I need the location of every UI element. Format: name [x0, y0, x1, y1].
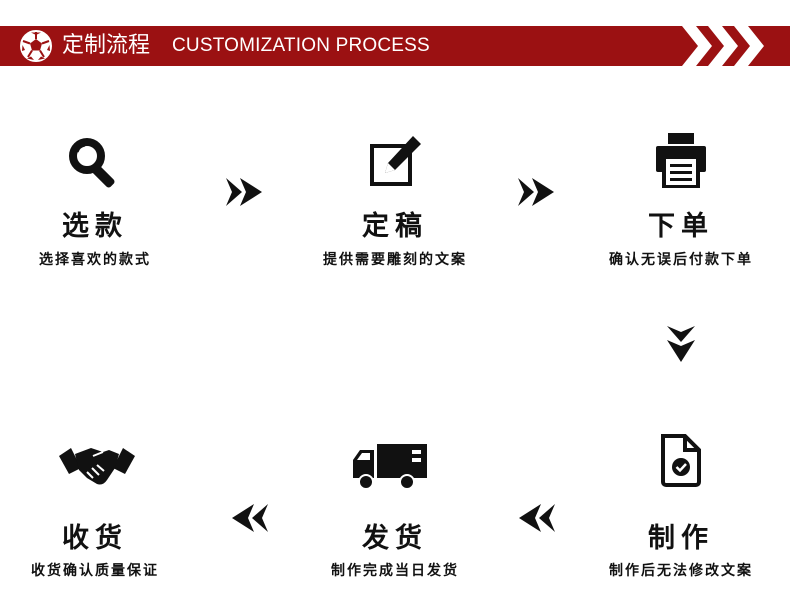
- step-desc: 提供需要雕刻的文案: [323, 252, 467, 268]
- step-name: 下单: [648, 211, 714, 242]
- double-arrow-right-icon: [518, 178, 554, 206]
- double-arrow-left-icon: [519, 504, 555, 532]
- double-arrow-left-icon: [232, 504, 268, 532]
- truck-icon: [353, 444, 427, 490]
- handshake-icon: [59, 448, 135, 485]
- step-name: 制作: [648, 523, 714, 554]
- step-desc: 选择喜欢的款式: [39, 252, 151, 268]
- step-desc: 收货确认质量保证: [31, 563, 159, 579]
- step-desc: 制作完成当日发货: [331, 563, 459, 579]
- double-arrow-right-icon: [226, 178, 262, 206]
- step-name: 选款: [62, 211, 128, 242]
- title-en: CUSTOMIZATION PROCESS: [172, 35, 430, 56]
- edit-note-icon: [370, 136, 421, 186]
- step-receive: 收货 收货确认质量保证: [0, 430, 190, 580]
- document-check-icon: [661, 434, 701, 487]
- step-desc: 制作后无法修改文案: [609, 563, 753, 579]
- soccer-ball-icon: [20, 30, 52, 62]
- triple-chevron-icon: [682, 26, 764, 66]
- step-name: 发货: [362, 523, 428, 554]
- step-shipping: 发货 制作完成当日发货: [300, 430, 490, 580]
- step-finalize: 定稿 提供需要雕刻的文案: [300, 132, 490, 272]
- double-arrow-down-icon: [667, 326, 695, 362]
- step-desc: 确认无误后付款下单: [609, 252, 753, 268]
- magnifier-icon: [69, 138, 115, 188]
- step-production: 制作 制作后无法修改文案: [586, 430, 776, 580]
- step-select-style: 选款 选择喜欢的款式: [0, 132, 190, 272]
- printer-icon: [656, 133, 706, 188]
- title-cn: 定制流程: [62, 33, 151, 58]
- header-banner: 定制流程 CUSTOMIZATION PROCESS: [0, 26, 790, 66]
- step-name: 收货: [62, 523, 128, 554]
- step-name: 定稿: [362, 211, 428, 242]
- step-place-order: 下单 确认无误后付款下单: [586, 132, 776, 272]
